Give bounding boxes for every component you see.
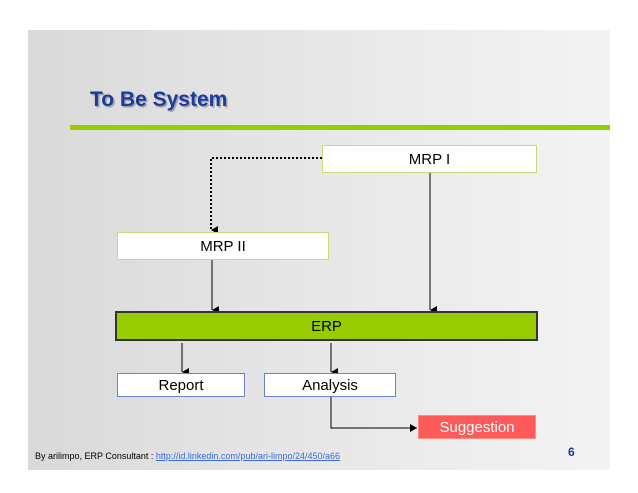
node-report: Report (117, 373, 245, 397)
page-number: 6 (568, 445, 575, 459)
node-analysis-label: Analysis (302, 376, 358, 394)
node-mrp1-label: MRP I (408, 150, 451, 168)
node-mrp2-label: MRP II (200, 237, 246, 255)
footer-credit-text: By arilimpo, ERP Consultant : (35, 451, 156, 461)
footer-linkedin-link[interactable]: http://id.linkedin.com/pub/ari-limpo/24/… (155, 451, 340, 461)
slide-title: To Be System (90, 88, 228, 111)
node-erp-label: ERP (311, 317, 342, 335)
node-report-label: Report (158, 376, 204, 394)
footer-credit: By arilimpo, ERP Consultant : http://id.… (35, 451, 340, 461)
node-erp: ERP (115, 311, 538, 341)
node-suggestion-label: Suggestion (439, 418, 515, 436)
edge-analysis-suggestion (330, 397, 417, 432)
edge-mrp1-mrp2 (210, 157, 322, 234)
node-analysis: Analysis (264, 373, 396, 397)
node-mrp2: MRP II (117, 232, 329, 260)
node-mrp1: MRP I (322, 145, 537, 173)
title-underline-bar (70, 125, 610, 130)
node-suggestion: Suggestion (418, 415, 536, 439)
